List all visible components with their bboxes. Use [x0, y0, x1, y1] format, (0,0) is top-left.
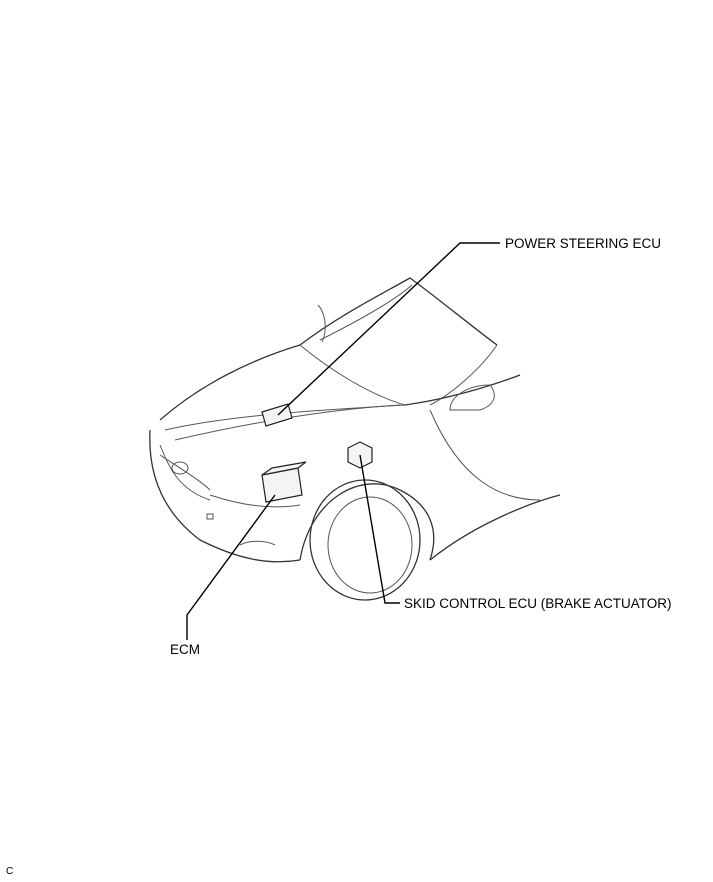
- belt-line: [404, 374, 521, 406]
- skid-control-leader: [359, 454, 400, 604]
- windshield-inner: [319, 284, 413, 341]
- windshield-left: [299, 344, 406, 406]
- ecm-part: [261, 461, 307, 503]
- skid-control-ecu-label: SKID CONTROL ECU (BRAKE ACTUATOR): [404, 596, 672, 611]
- power-steering-ecu-part: [261, 403, 293, 427]
- windshield-top: [299, 277, 498, 346]
- figure-code: C: [6, 866, 14, 877]
- front-bumper: [149, 429, 301, 563]
- ecm-leader: [186, 494, 276, 640]
- sensor: [206, 513, 214, 520]
- power-steering-ecu-label: POWER STEERING ECU: [505, 236, 662, 251]
- side-mirror: [449, 384, 495, 411]
- far-mirror: [317, 304, 326, 343]
- grille-edge: [159, 444, 211, 501]
- fog-lamp: [239, 540, 276, 546]
- ecm-label: ECM: [170, 642, 200, 657]
- front-rim: [327, 496, 413, 594]
- front-wheel: [309, 479, 421, 601]
- emblem: [171, 461, 189, 475]
- door-line: [429, 409, 541, 501]
- hood-front-edge: [159, 344, 301, 421]
- ecm-top: [261, 461, 307, 476]
- headlight: [209, 494, 301, 508]
- power-steering-ecu-body: [261, 403, 293, 427]
- car-body: [149, 277, 561, 601]
- front-fender-arch: [299, 483, 435, 561]
- power-steering-leader: [277, 242, 500, 416]
- rocker: [429, 494, 561, 561]
- windshield-right: [429, 344, 498, 406]
- grille-line: [159, 454, 211, 491]
